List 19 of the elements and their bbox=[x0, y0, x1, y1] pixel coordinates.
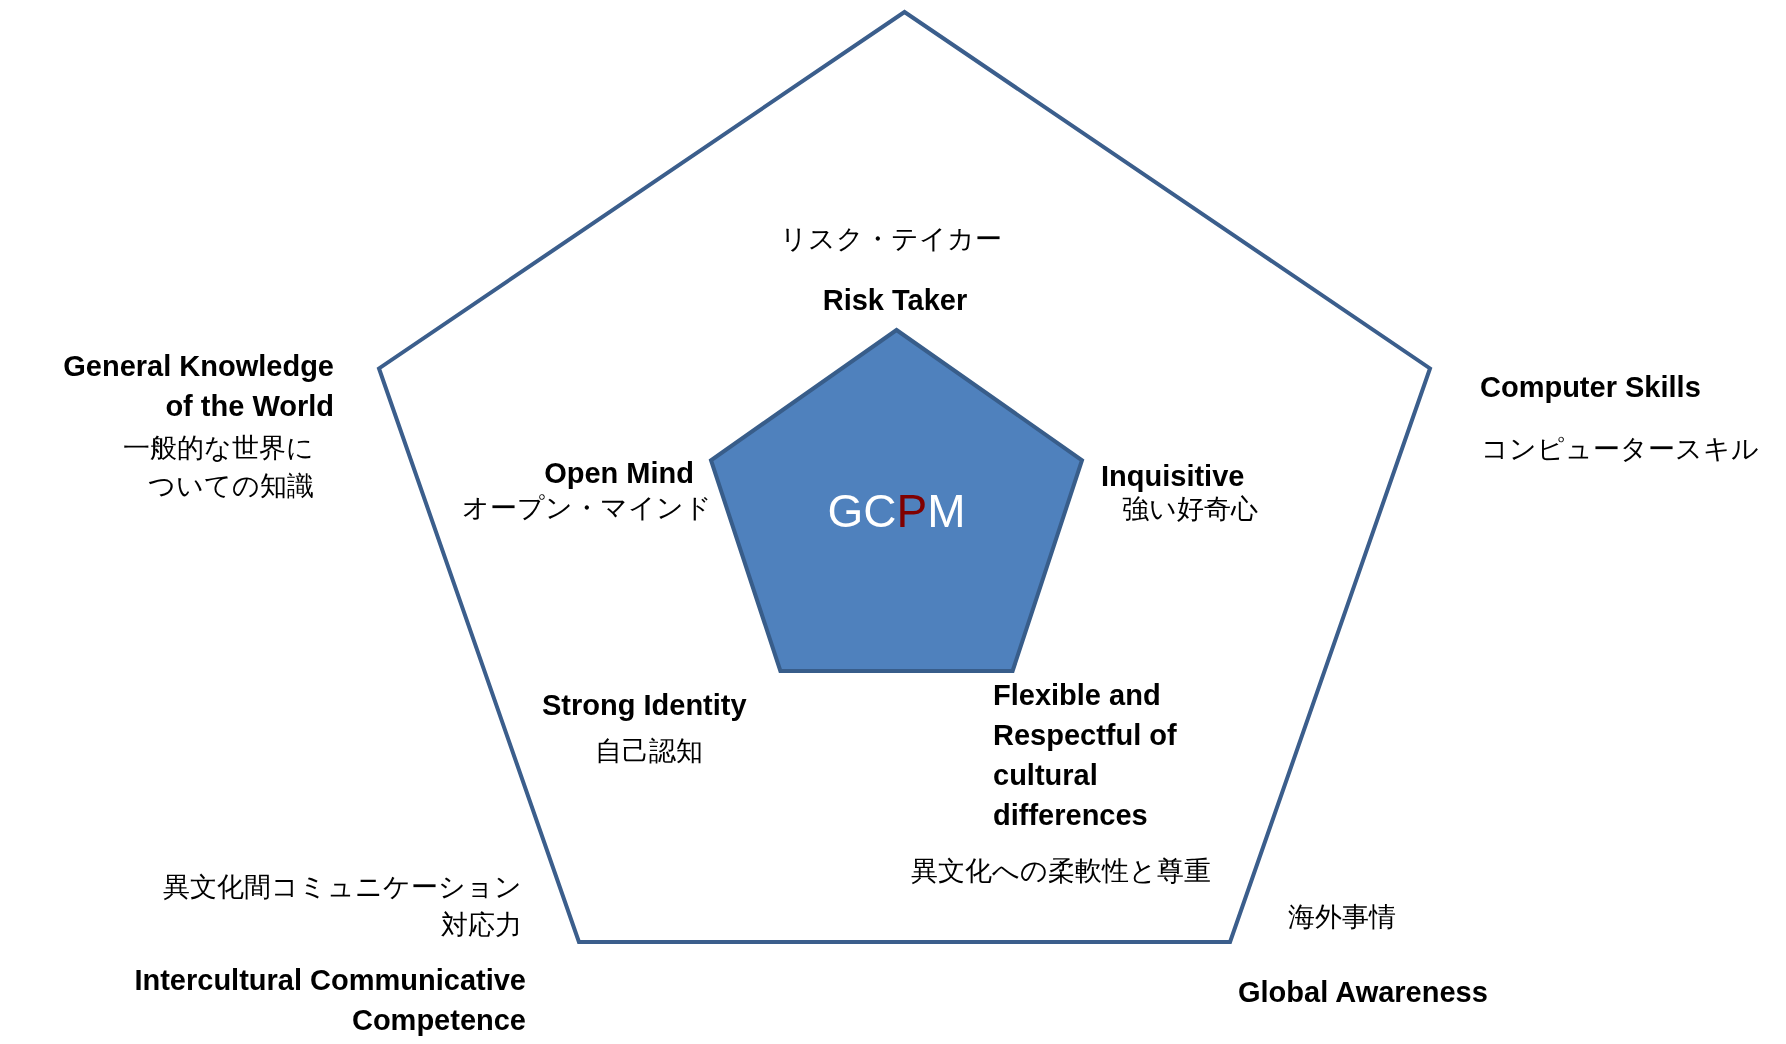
japanese-label: 自己認知 bbox=[595, 735, 704, 768]
competency-label: Global Awareness bbox=[1238, 975, 1489, 1010]
japanese-label: 海外事情 bbox=[1288, 901, 1397, 934]
competency-label: Risk Taker bbox=[821, 283, 969, 318]
japanese-label: コンピュータースキル bbox=[1481, 433, 1760, 466]
center-title: GCPM bbox=[827, 487, 966, 534]
competency-label: Intercultural Communicative Competence bbox=[133, 963, 526, 1038]
competency-label: Computer Skills bbox=[1480, 370, 1702, 405]
japanese-label: 強い好奇心 bbox=[1122, 493, 1259, 526]
competency-label: Flexible and Respectful of cultural differences bbox=[993, 678, 1178, 833]
japanese-label: リスク・テイカー bbox=[779, 223, 1003, 256]
competency-label: General Knowledge of the World bbox=[62, 349, 334, 424]
competency-label: Open Mind bbox=[543, 456, 694, 491]
japanese-label: オープン・マインド bbox=[462, 492, 712, 525]
competency-label: Strong Identity bbox=[542, 688, 748, 723]
japanese-label: 一般的な世界についての知識 bbox=[122, 432, 314, 503]
competency-label: Inquisitive bbox=[1101, 459, 1246, 494]
japanese-label: 異文化間コミュニケーション対応力 bbox=[162, 871, 522, 942]
japanese-label: 異文化への柔軟性と尊重 bbox=[911, 855, 1212, 888]
